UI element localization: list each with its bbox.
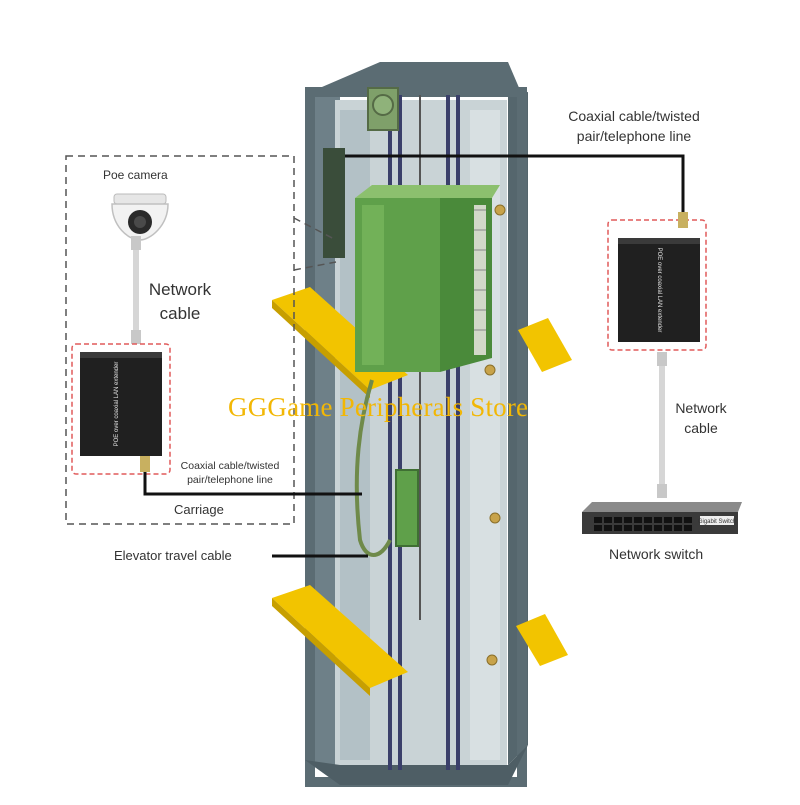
left-network-cable-line2: cable	[159, 304, 201, 323]
left-poe-converter: POE over coaxial LAN extender	[80, 352, 162, 472]
right-converter-label: POE over coaxial LAN extender	[656, 248, 662, 333]
shaft-lamps	[484, 204, 506, 666]
poe-camera-icon	[111, 193, 169, 241]
left-network-cable	[131, 236, 141, 344]
left-coax-line2: pair/telephone line	[187, 474, 273, 486]
switch-badge-label: Gigabit Switch	[698, 519, 736, 525]
store-watermark: GGGame Peripherals Store	[228, 392, 529, 422]
right-coax-line1: Coaxial cable/twisted	[568, 108, 700, 124]
right-converter-highlight	[607, 219, 707, 351]
right-network-cable-line1: Network	[675, 400, 727, 416]
network-switch-label: Network switch	[609, 546, 704, 562]
left-converter-highlight	[71, 343, 171, 475]
carriage-leader-top	[293, 217, 337, 241]
right-poe-converter: POE over coaxial LAN extender	[618, 212, 700, 342]
left-coax-cable	[143, 472, 362, 496]
elevator-car	[355, 185, 500, 372]
left-network-cable-line1: Network	[148, 280, 212, 299]
elevator-travel-cable-label: Elevator travel cable	[114, 548, 232, 563]
left-network-cable-label: Network cable	[140, 278, 220, 326]
right-network-cable	[657, 352, 667, 498]
left-coax-line1: Coaxial cable/twisted	[180, 460, 280, 472]
travel-cable-loop	[354, 379, 392, 557]
poe-camera-label: Poe camera	[103, 168, 168, 182]
left-converter-label: POE over coaxial LAN extender	[114, 362, 120, 447]
right-coax-cable	[345, 154, 685, 214]
network-switch-icon: Gigabit Switch	[582, 502, 742, 534]
right-network-cable-label: Network cable	[664, 398, 738, 438]
right-network-cable-line2: cable	[684, 420, 718, 436]
counterweight	[395, 469, 419, 547]
left-coax-label: Coaxial cable/twisted pair/telephone lin…	[168, 459, 292, 487]
right-coax-line2: pair/telephone line	[576, 128, 692, 144]
carriage-label: Carriage	[174, 502, 224, 517]
hoist-machine	[323, 87, 399, 258]
carriage-dashed-box	[65, 155, 295, 525]
lower-landing-platform	[272, 585, 568, 696]
right-coax-label: Coaxial cable/twisted pair/telephone lin…	[545, 106, 723, 146]
